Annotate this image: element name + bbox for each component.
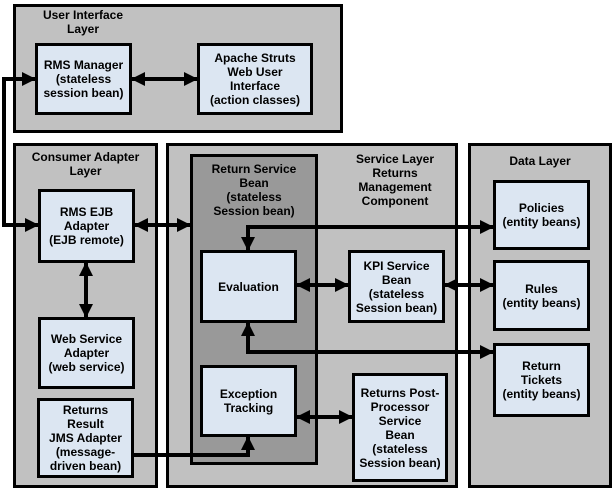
service-layer-title: Service Layer Returns Management Compone… xyxy=(355,152,435,208)
user-interface-layer-title: User Interface Layer xyxy=(42,8,124,36)
rules-box: Rules (entity beans) xyxy=(493,260,590,331)
policies-box: Policies (entity beans) xyxy=(493,180,590,250)
rms-manager-box: RMS Manager (stateless session bean) xyxy=(35,43,132,115)
exception-tracking-box: Exception Tracking xyxy=(200,365,297,437)
return-service-bean-title: Return Service Bean (stateless Session b… xyxy=(211,162,297,218)
rms-ejb-adapter-box: RMS EJB Adapter (EJB remote) xyxy=(38,189,135,263)
data-layer-title: Data Layer xyxy=(509,154,571,168)
apache-struts-box: Apache Struts Web User Interface (action… xyxy=(197,43,313,115)
evaluation-box: Evaluation xyxy=(200,250,297,323)
consumer-adapter-layer-title: Consumer Adapter Layer xyxy=(31,150,140,178)
returns-post-processor-box: Returns Post- Processor Service Bean (st… xyxy=(352,373,448,482)
return-tickets-box: Return Tickets (entity beans) xyxy=(493,343,590,417)
kpi-service-bean-box: KPI Service Bean (stateless Session bean… xyxy=(348,250,445,323)
web-service-adapter-box: Web Service Adapter (web service) xyxy=(38,317,135,389)
jms-adapter-box: Returns Result JMS Adapter (message- dri… xyxy=(37,398,134,478)
